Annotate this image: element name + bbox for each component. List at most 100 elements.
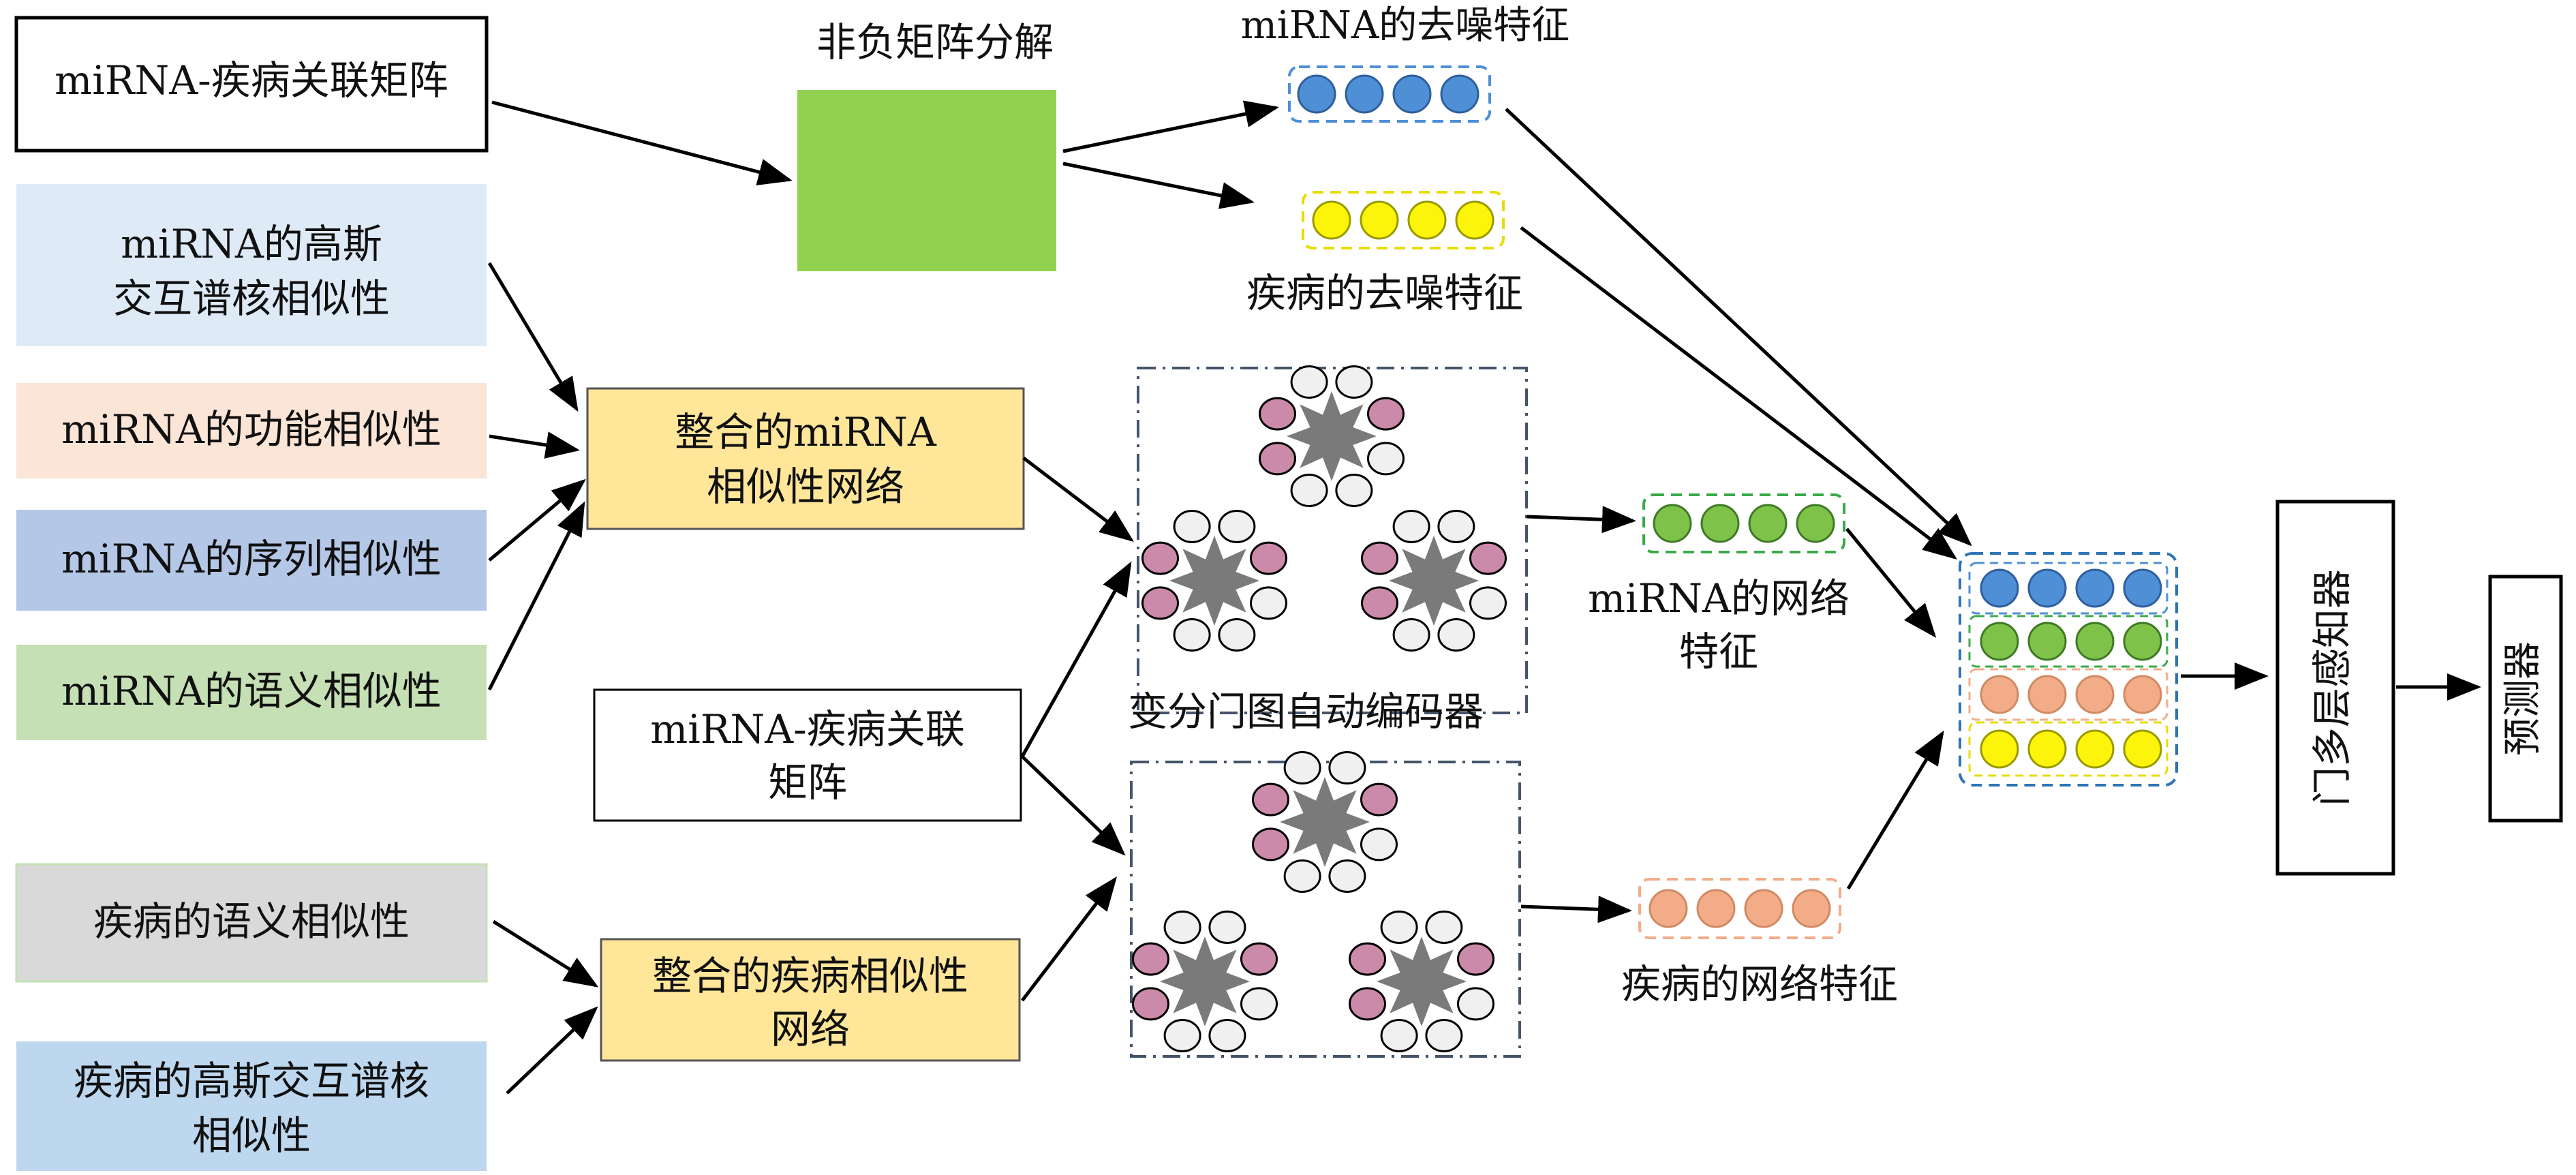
input-disease-semantic-label: 疾病的语义相似性	[93, 898, 410, 945]
feature-cell	[2075, 568, 2115, 608]
input-mirna-gip-label-1: miRNA的高斯	[121, 221, 382, 267]
arrow-gip-to-mirna-net	[487, 262, 579, 412]
arrow-nmf-to-mirna-denoise	[1062, 100, 1279, 153]
mirna-network-feature-label-1: miRNA的网络	[1588, 575, 1850, 622]
vgae-disease-panel	[1130, 761, 1521, 1058]
graph-node	[1252, 782, 1289, 817]
arrow-matrix-to-nmf	[491, 100, 793, 185]
graph-node	[1457, 987, 1494, 1021]
feature-cell	[2027, 568, 2067, 608]
graph-node	[1141, 586, 1179, 620]
feature-cell	[2075, 729, 2115, 769]
graph-node	[1132, 987, 1169, 1021]
feature-cell	[2123, 568, 2162, 608]
arrow-matrix2-to-vgae-disease	[1021, 755, 1126, 856]
graph-node	[1335, 365, 1373, 399]
feature-cell	[1792, 889, 1831, 928]
arrow-disease-semantic-to-net	[492, 919, 599, 988]
integrated-mirna-label-2: 相似性网络	[707, 463, 904, 510]
graph-cluster	[1259, 365, 1405, 507]
integrated-mirna-similarity-network: 整合的miRNA 相似性网络	[586, 387, 1025, 530]
feature-cell	[1345, 74, 1384, 114]
arrow-functional-to-mirna-net	[489, 431, 580, 459]
graph-node	[1349, 987, 1386, 1021]
feature-cell	[1360, 200, 1399, 240]
input-mirna-disease-matrix-2-label-2: 矩阵	[768, 759, 847, 806]
feature-cell	[1455, 200, 1494, 240]
graph-node	[1360, 782, 1398, 817]
feature-cell	[1653, 504, 1692, 543]
graph-node	[1218, 618, 1256, 652]
input-mirna-disease-matrix-2: miRNA-疾病关联 矩阵	[593, 688, 1022, 822]
nmf-label: 非负矩阵分解	[816, 19, 1054, 65]
graph-node	[1361, 541, 1398, 575]
feature-cell	[2123, 729, 2162, 769]
feature-cell	[1440, 74, 1479, 114]
graph-cluster	[1141, 510, 1287, 652]
hub-node	[1169, 536, 1259, 626]
feature-cell	[2027, 675, 2067, 714]
graph-node	[1469, 586, 1507, 620]
disease-network-feature-vector	[1638, 878, 1841, 939]
disease-network-feature-label: 疾病的网络特征	[1621, 961, 1898, 1007]
graph-node	[1218, 510, 1256, 543]
arrow-nmf-to-disease-denoise	[1062, 162, 1255, 209]
graph-node	[1469, 541, 1507, 575]
arrow-matrix2-to-vgae-mirna	[1020, 561, 1132, 758]
feature-cell	[1297, 74, 1336, 114]
graph-node	[1252, 827, 1289, 861]
feature-cell	[1980, 675, 2019, 714]
feature-cell	[2027, 622, 2067, 661]
graph-node	[1141, 541, 1179, 575]
flow-arrows	[487, 100, 2481, 1095]
integrated-disease-label-2: 网络	[771, 1006, 850, 1052]
mirna-network-feature-vector	[1642, 493, 1845, 553]
graph-node	[1208, 911, 1246, 944]
vector-cells	[1297, 74, 1479, 114]
graph-node	[1163, 1019, 1201, 1052]
vector-cells	[1653, 504, 1835, 543]
graph-node	[1457, 942, 1494, 976]
graph-node	[1425, 1019, 1463, 1052]
arrow-vgae-to-mirna-network-feature	[1526, 506, 1636, 534]
arrow-disease-net-to-vgae	[1021, 876, 1118, 1002]
mirna-denoise-feature-vector	[1288, 65, 1491, 123]
gated-mlp-label: 门多层感知器	[2309, 569, 2355, 806]
graph-cluster	[1361, 510, 1507, 652]
graph-node	[1132, 942, 1169, 976]
graph-node	[1380, 911, 1418, 944]
graph-node	[1360, 827, 1398, 861]
nmf-block	[797, 90, 1056, 271]
mirna-network-feature-label-2: 特征	[1679, 628, 1758, 675]
disease-denoise-feature-vector	[1302, 191, 1505, 249]
input-mirna-gip-similarity: miRNA的高斯 交互谱核相似性	[16, 184, 487, 346]
graph-node	[1290, 474, 1328, 507]
graph-cluster	[1349, 911, 1494, 1052]
graph-cluster	[1252, 751, 1398, 893]
graph-node	[1250, 541, 1287, 575]
integrated-mirna-label-1: 整合的miRNA	[675, 409, 937, 455]
vector-cells	[1980, 568, 2162, 608]
feature-cell	[1700, 504, 1740, 543]
input-mirna-functional-label: miRNA的功能相似性	[61, 406, 442, 453]
feature-cell	[1407, 200, 1447, 240]
graph-node	[1367, 397, 1405, 431]
vector-cells	[1312, 200, 1494, 240]
graph-node	[1250, 586, 1287, 620]
gated-mlp-block: 门多层感知器	[2275, 500, 2395, 876]
input-mirna-semantic-similarity: miRNA的语义相似性	[16, 645, 487, 740]
graph-node	[1259, 442, 1296, 476]
arrow-semantic-to-mirna-net	[487, 501, 585, 691]
input-disease-gip-label-2: 相似性	[192, 1112, 311, 1159]
mirna-denoise-feature-label: miRNA的去噪特征	[1241, 3, 1570, 48]
graph-node	[1367, 442, 1405, 476]
input-mirna-sequence-label: miRNA的序列相似性	[61, 536, 442, 582]
graph-node	[1208, 1019, 1246, 1052]
input-mirna-disease-matrix-label: miRNA-疾病关联矩阵	[55, 57, 448, 104]
input-mirna-disease-matrix-2-label-1: miRNA-疾病关联	[650, 706, 964, 752]
input-disease-gip-similarity: 疾病的高斯交互谱核 相似性	[16, 1041, 487, 1171]
disease-denoise-feature-label: 疾病的去噪特征	[1246, 270, 1523, 316]
input-disease-semantic-similarity: 疾病的语义相似性	[15, 863, 488, 983]
input-mirna-functional-similarity: miRNA的功能相似性	[16, 383, 487, 478]
arrow-sequence-to-mirna-net	[488, 478, 586, 562]
